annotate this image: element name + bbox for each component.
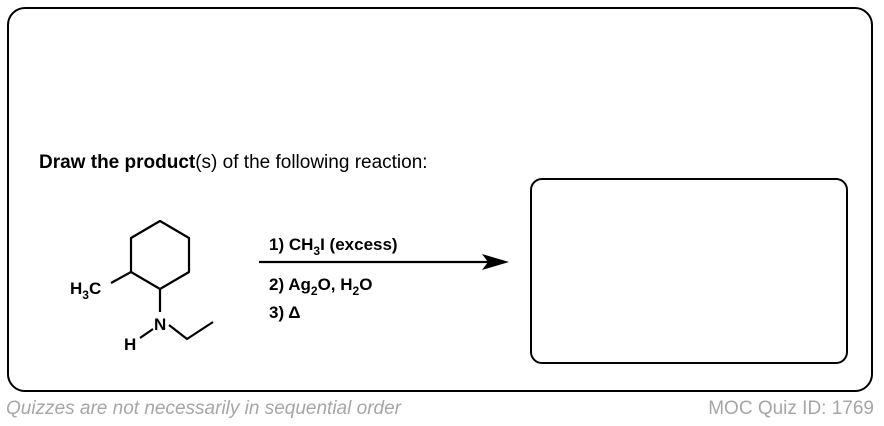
amine-hydrogen-label: H <box>124 335 136 354</box>
condition-step-2: 2) Ag2O, H2O <box>269 275 372 298</box>
reaction-arrow-head <box>482 254 509 270</box>
sequence-disclaimer: Quizzes are not necessarily in sequentia… <box>6 398 401 419</box>
prompt-rest-text: of the following reaction: <box>217 152 428 173</box>
condition-step-1: 1) CH3I (excess) <box>269 235 398 258</box>
quiz-card <box>7 7 873 392</box>
nitrogen-hydrogen-bond <box>139 328 154 339</box>
cyclohexane-ring <box>129 219 191 291</box>
nitrogen-label: N <box>154 315 166 334</box>
ethyl-chain <box>168 321 214 341</box>
answer-drawing-box[interactable] <box>530 178 848 364</box>
methyl-bond <box>110 271 132 284</box>
prompt-bold-text: Draw the product <box>39 152 196 173</box>
question-prompt: Draw the product(s) of the following rea… <box>39 152 428 174</box>
prompt-plural-text: (s) <box>195 152 218 173</box>
quiz-id: MOC Quiz ID: 1769 <box>708 398 874 419</box>
methyl-label: H3C <box>70 279 101 302</box>
condition-step-3: 3) Δ <box>269 303 300 322</box>
